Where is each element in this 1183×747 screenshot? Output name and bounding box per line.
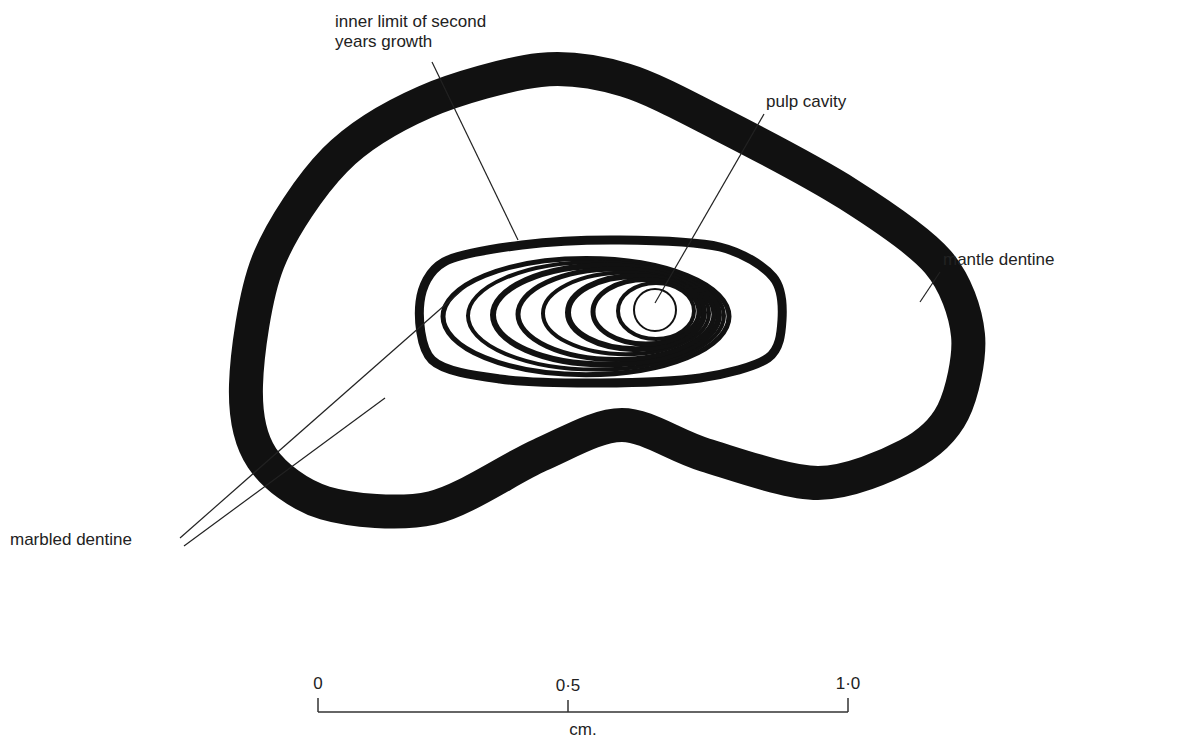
scale-number: 0 bbox=[313, 674, 322, 694]
growth-ring bbox=[618, 283, 694, 339]
scale-line bbox=[318, 711, 848, 713]
scale-bar bbox=[318, 698, 848, 712]
growth-ring bbox=[468, 262, 724, 370]
tooth-drawing bbox=[246, 69, 968, 512]
mantle-dentine-band bbox=[246, 69, 968, 512]
growth-ring bbox=[593, 280, 699, 345]
leader-line bbox=[180, 290, 462, 538]
part-label: inner limit of second years growth bbox=[335, 12, 500, 53]
leader-line bbox=[184, 398, 385, 546]
leader-lines bbox=[180, 62, 940, 546]
second-year-growth-limit bbox=[419, 240, 782, 383]
part-label: mantle dentine bbox=[943, 250, 1055, 270]
growth-ring bbox=[518, 269, 714, 359]
leader-line bbox=[432, 62, 518, 240]
growth-ring bbox=[543, 273, 709, 355]
part-label: pulp cavity bbox=[766, 92, 846, 112]
scale-tick bbox=[317, 698, 319, 712]
part-label: marbled dentine bbox=[10, 530, 132, 550]
leader-line bbox=[920, 272, 940, 302]
scale-tick bbox=[847, 698, 849, 712]
scale-tick bbox=[567, 700, 569, 712]
growth-ring bbox=[443, 259, 729, 375]
scale-number: 0·5 bbox=[556, 676, 581, 696]
growth-ring bbox=[493, 266, 719, 365]
scale-number: 1·0 bbox=[836, 674, 861, 694]
growth-ring bbox=[568, 276, 704, 349]
pulp-cavity bbox=[634, 289, 676, 331]
leader-line bbox=[655, 114, 764, 303]
scale-unit: cm. bbox=[569, 720, 596, 740]
